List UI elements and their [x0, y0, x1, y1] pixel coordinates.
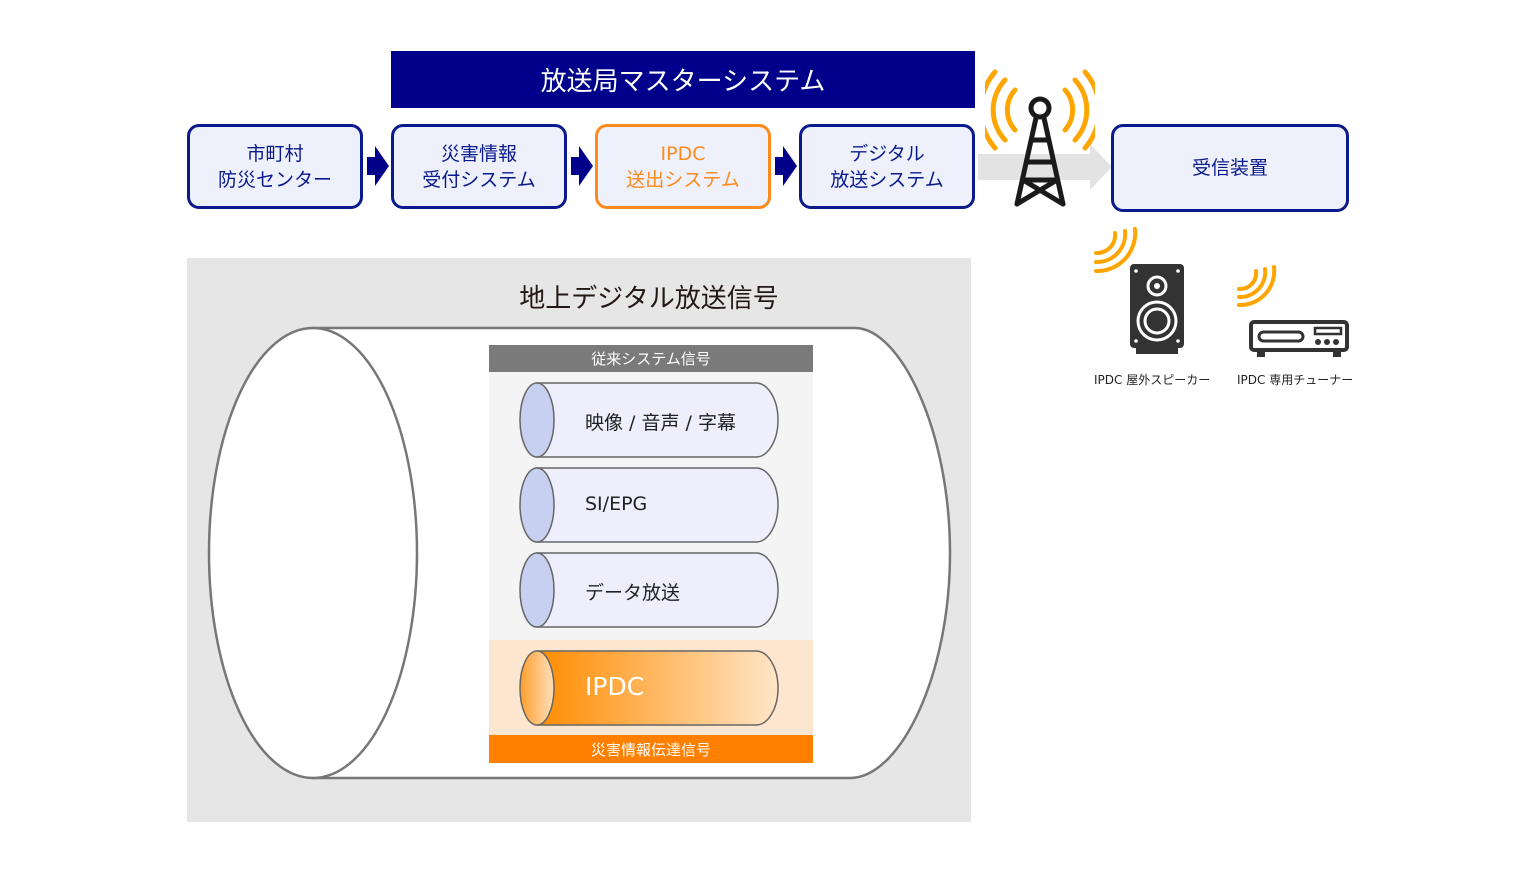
arrow-right-icon: [571, 146, 593, 186]
tuner-icon: [1249, 320, 1349, 357]
node-receiver: 受信装置: [1111, 124, 1349, 212]
node-disaster-intake: 災害情報 受付システム: [391, 124, 567, 209]
node-municipal-center: 市町村 防災センター: [187, 124, 363, 209]
broadcast-tower-icon: [985, 69, 1095, 207]
stream-label-si-epg: SI/EPG: [585, 493, 648, 515]
stream-label-ipdc: IPDC: [585, 672, 645, 701]
ipdc-cylinder: [519, 650, 779, 726]
node-ipdc-transmit: IPDC 送出システム: [595, 124, 771, 209]
stream-cylinders: [519, 382, 779, 726]
signal-waves-icon: [1094, 227, 1138, 273]
stream-cylinder: [519, 552, 779, 628]
stream-label-video-audio: 映像 / 音声 / 字幕: [585, 412, 736, 434]
signal-panel-title: 地上デジタル放送信号: [519, 284, 779, 314]
node-label-line2: 送出システム: [626, 168, 740, 191]
speaker-caption: IPDC 屋外スピーカー: [1094, 373, 1211, 387]
arrow-right-icon: [367, 146, 389, 186]
node-label-line2: 受付システム: [422, 168, 536, 191]
disaster-signal-footer: 災害情報伝達信号: [489, 735, 813, 763]
legacy-signal-header: 従来システム信号: [489, 345, 813, 372]
master-system-banner: 放送局マスターシステム: [391, 51, 975, 108]
node-label-line1: 市町村: [246, 142, 304, 165]
node-label-line1: IPDC: [660, 142, 706, 165]
stream-label-data-broadcast: データ放送: [585, 582, 681, 604]
node-digital-broadcast: デジタル 放送システム: [799, 124, 975, 209]
receiver-label: 受信装置: [1191, 157, 1268, 179]
signal-waves-icon: [1237, 265, 1277, 307]
stream-cylinder: [519, 467, 779, 543]
tuner-caption: IPDC 専用チューナー: [1237, 373, 1354, 387]
node-label-line2: 防災センター: [217, 168, 332, 191]
node-label-line2: 放送システム: [830, 168, 944, 191]
transmission-arrow-icon: [978, 144, 1112, 190]
speaker-icon: [1130, 264, 1184, 354]
arrow-right-icon: [775, 146, 797, 186]
stream-cylinder: [519, 382, 779, 458]
node-label-line1: 災害情報: [440, 142, 517, 165]
node-label-line1: デジタル: [849, 142, 925, 165]
